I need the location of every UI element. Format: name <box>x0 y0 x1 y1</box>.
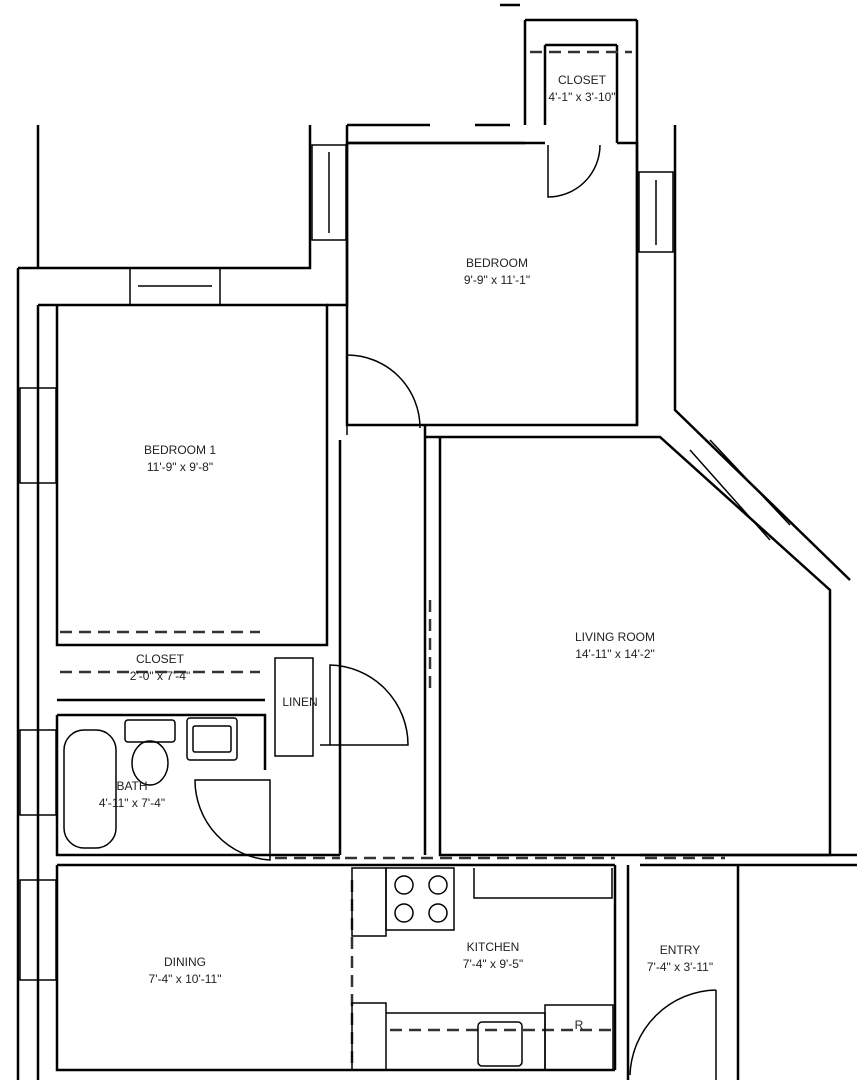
room-label-dining: DINING 7'-4" x 10'-11" <box>149 954 222 988</box>
room-size: 4'-11" x 7'-4" <box>98 796 166 810</box>
room-size: 7'-4" x 3'-11" <box>646 960 714 974</box>
room-label-closet-top: CLOSET 4'-1" x 3'-10" <box>548 72 615 106</box>
linen-closet <box>274 657 314 757</box>
room-label-bedroom: BEDROOM 9'-9" x 11'-1" <box>464 255 530 289</box>
room-size: 2'-0" x 7'-4" <box>129 669 191 683</box>
room-name: DINING <box>163 955 206 969</box>
room-size: 11'-9" x 9'-8" <box>146 460 214 474</box>
lower-cabinet <box>351 1002 387 1071</box>
room-label-entry: ENTRY 7'-4" x 3'-11" <box>647 942 713 976</box>
room-label-linen: LINEN <box>282 694 317 711</box>
room-size: 4'-1" x 3'-10" <box>548 90 616 104</box>
room-name: CLOSET <box>557 73 607 87</box>
room-name: CLOSET <box>135 652 184 666</box>
room-label-bath: BATH 4'-11" x 7'-4" <box>99 778 165 812</box>
room-label-living: LIVING ROOM 14'-11" x 14'-2" <box>575 629 655 663</box>
toilet-bowl <box>131 740 169 786</box>
toilet-tank <box>124 719 176 743</box>
room-size: 9'-9" x 11'-1" <box>463 273 531 287</box>
room-name: ENTRY <box>659 943 701 957</box>
room-name: BATH <box>116 779 148 793</box>
windows <box>19 144 791 981</box>
room-label-kitchen: KITCHEN 7'-4" x 9'-5" <box>463 939 523 973</box>
fixtures <box>63 657 614 1071</box>
room-name: BEDROOM 1 <box>143 443 217 457</box>
refrigerator <box>544 1004 614 1071</box>
kitchen-sink <box>477 1021 523 1067</box>
room-label-closet-b1: CLOSET 2'-0" x 7'-4" <box>130 651 190 685</box>
walls <box>16 3 857 1080</box>
bath-sink <box>186 717 238 761</box>
room-label-bedroom1: BEDROOM 1 11'-9" x 9'-8" <box>144 442 216 476</box>
doors <box>194 144 717 1080</box>
room-name: KITCHEN <box>466 940 520 954</box>
upper-cabinet <box>351 867 387 937</box>
refrigerator-label: R <box>574 1018 584 1032</box>
dashed-lines <box>60 50 725 1065</box>
bathtub <box>63 729 117 849</box>
room-name: LINEN <box>282 695 318 709</box>
room-size: 14'-11" x 14'-2" <box>575 647 655 661</box>
room-name: BEDROOM <box>465 256 528 270</box>
room-name: LIVING ROOM <box>574 630 656 644</box>
room-size: 7'-4" x 9'-5" <box>462 957 524 971</box>
room-size: 7'-4" x 10'-11" <box>148 972 222 986</box>
